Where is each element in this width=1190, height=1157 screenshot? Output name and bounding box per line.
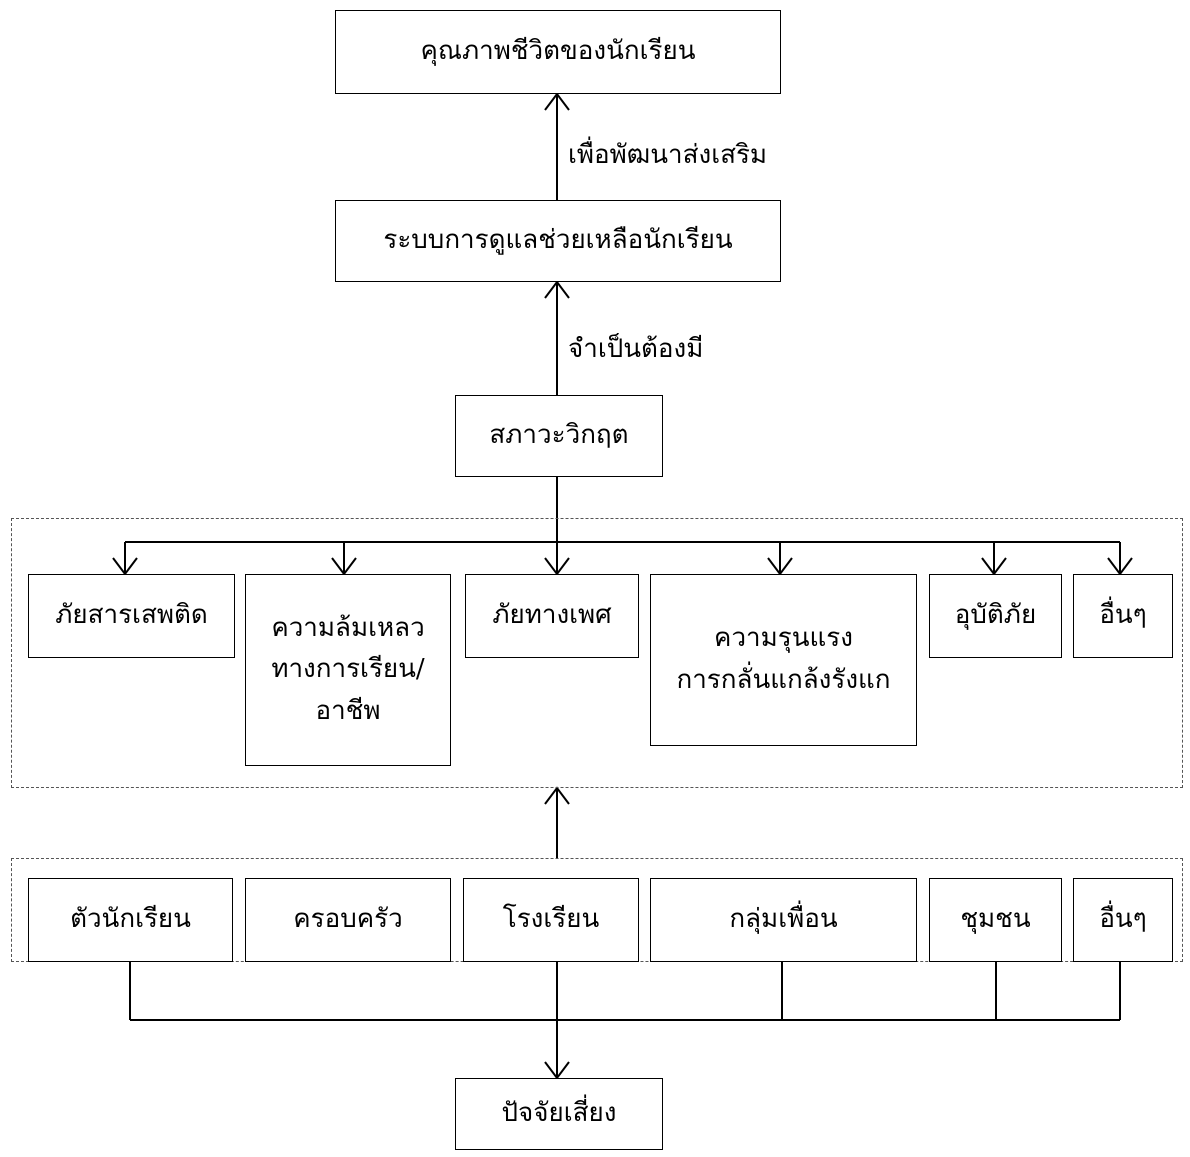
crisis-categories-group: [11, 518, 1183, 788]
risk-item-school: โรงเรียน: [463, 878, 639, 962]
arrowhead-quality: [544, 92, 570, 111]
risk-item-family: ครอบครัว: [245, 878, 451, 962]
risk-factors-box: ปัจจัยเสี่ยง: [455, 1078, 663, 1150]
crisis-box: สภาวะวิกฤต: [455, 395, 663, 477]
edge-label-promote: เพื่อพัฒนาส่งเสริม: [568, 140, 768, 170]
crisis-item-accidents: อุบัติภัย: [929, 574, 1062, 658]
arrowhead-system: [544, 280, 570, 299]
risk-item-peers: กลุ่มเพื่อน: [650, 878, 917, 962]
student-care-system-box: ระบบการดูแลช่วยเหลือนักเรียน: [335, 200, 781, 282]
risk-item-community: ชุมชน: [929, 878, 1062, 962]
crisis-item-drugs: ภัยสารเสพติด: [28, 574, 235, 658]
risk-item-others: อื่นๆ: [1073, 878, 1173, 962]
crisis-item-violence-bullying: ความรุนแรง การกลั่นแกล้งรังแก: [650, 574, 917, 746]
quality-of-life-box: คุณภาพชีวิตของนักเรียน: [335, 10, 781, 94]
arrowhead-crisis-group: [544, 786, 570, 805]
crisis-item-academic-failure: ความล้มเหลว ทางการเรียน/ อาชีพ: [245, 574, 451, 766]
edge-label-required: จำเป็นต้องมี: [568, 334, 704, 364]
crisis-item-sexual-danger: ภัยทางเพศ: [465, 574, 639, 658]
crisis-item-others: อื่นๆ: [1073, 574, 1173, 658]
risk-item-student: ตัวนักเรียน: [28, 878, 233, 962]
